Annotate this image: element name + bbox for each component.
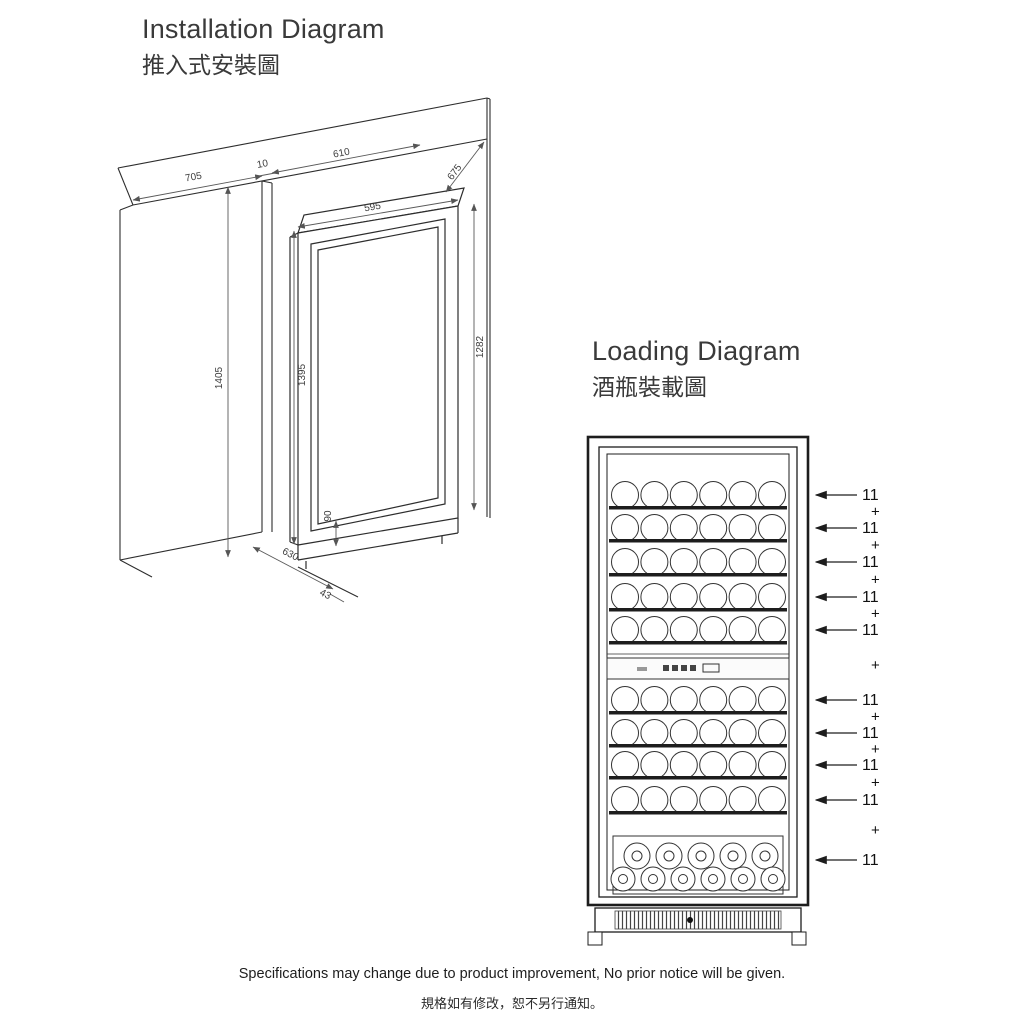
plus-sign: +	[871, 775, 880, 792]
panel-button	[663, 665, 669, 671]
loading-diagram: 11 + 11 + 11 + 11 + 11 + 11 + 11 + 11 + …	[586, 435, 880, 946]
installation-title: Installation Diagram	[142, 14, 385, 44]
panel-button	[672, 665, 678, 671]
panel-button	[690, 665, 696, 671]
row-count: 11	[862, 792, 879, 809]
lower-bottle-shelves	[608, 686, 788, 815]
row-count: 11	[862, 520, 879, 537]
row-count: 11	[862, 487, 879, 504]
plus-sign: +	[871, 741, 880, 758]
row-count: 11	[862, 589, 879, 606]
bottom-bottle-bin	[610, 835, 786, 895]
dim-top-depth: 675	[446, 162, 465, 182]
right-foot	[791, 931, 807, 946]
plus-sign: +	[871, 606, 880, 623]
panel-logo	[637, 667, 647, 671]
dim-plinth-height: 90	[323, 510, 334, 522]
loading-title-zh: 酒瓶裝載圖	[592, 374, 707, 400]
dim-opening-height: 1282	[475, 335, 486, 358]
plus-sign: +	[871, 572, 880, 589]
panel-display	[702, 663, 720, 673]
installation-diagram: 705 10 610 595 675 1405 1395 1282 90 630…	[117, 97, 491, 603]
plus-sign: +	[871, 504, 880, 521]
vent-grille	[614, 910, 782, 930]
row-count: 11	[862, 757, 879, 774]
base-vent	[587, 907, 807, 946]
plus-sign: +	[871, 657, 880, 674]
door-lock	[687, 917, 693, 923]
plus-sign: +	[871, 709, 880, 726]
unit-door-face	[297, 205, 459, 546]
dim-unit-height: 1395	[297, 363, 308, 386]
dimension-lines	[132, 141, 485, 603]
row-count: 11	[862, 692, 879, 709]
control-panel	[606, 653, 790, 680]
dim-front-clearance: 43	[318, 587, 333, 602]
footer-disclaimer-zh: 規格如有修改，恕不另行通知。	[420, 996, 603, 1011]
dim-opening-width: 610	[332, 146, 351, 160]
row-count: 11	[862, 725, 879, 742]
shelf-arrows	[814, 490, 857, 865]
plus-sign: +	[871, 537, 880, 554]
dim-unit-width: 595	[363, 201, 382, 215]
dim-left-panel-width: 705	[184, 171, 203, 185]
row-count-labels: 11 + 11 + 11 + 11 + 11 + 11 + 11 + 11 + …	[862, 487, 880, 869]
dim-cabinet-height: 1405	[214, 366, 225, 389]
dim-side-gap: 10	[256, 158, 269, 171]
upper-bottle-shelves	[608, 481, 788, 645]
loading-title: Loading Diagram	[592, 336, 801, 366]
panel-button	[681, 665, 687, 671]
row-count: 11	[862, 622, 879, 639]
door-glass-outline	[317, 226, 439, 525]
left-foot	[587, 931, 603, 946]
wine-cooler-unit	[289, 187, 465, 569]
row-count: 11	[862, 554, 879, 571]
plus-sign: +	[871, 822, 880, 839]
footer-disclaimer-en: Specifications may change due to product…	[238, 966, 786, 982]
installation-title-zh: 推入式安裝圖	[142, 52, 280, 78]
row-count: 11	[862, 852, 879, 869]
